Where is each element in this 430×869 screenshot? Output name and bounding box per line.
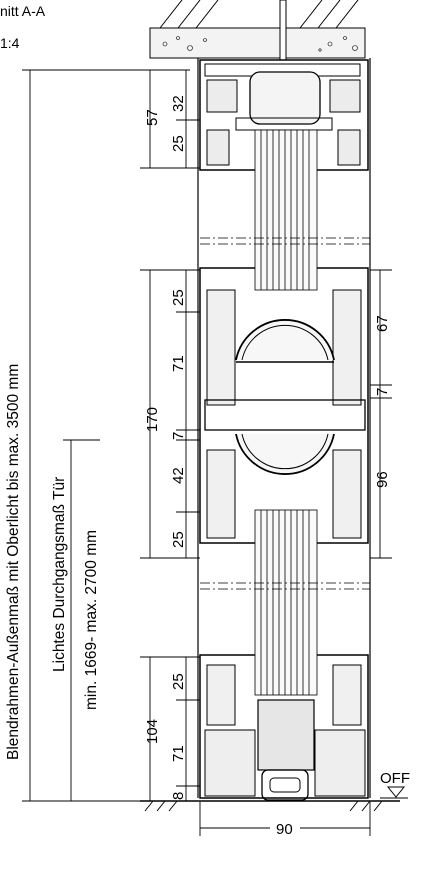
transom-profile: [204, 289, 366, 539]
dim-25-bottom: 25: [170, 673, 187, 690]
dim-67: 67: [374, 315, 391, 332]
dim-57: 57: [144, 109, 161, 126]
dim-90: 90: [276, 821, 293, 838]
dim-104: 104: [144, 719, 161, 744]
frame-outline: [197, 58, 371, 799]
dim-7-mid: 7: [170, 432, 187, 440]
clear-passage-label-2: min. 1669- max. 2700 mm: [83, 530, 100, 710]
dim-25-top: 25: [170, 135, 187, 152]
dimension-lines: [22, 69, 392, 836]
floor-line: [140, 800, 400, 812]
glass-panel-upper: [254, 129, 318, 291]
concrete-ceiling: [149, 0, 366, 61]
dim-25-mid: 25: [170, 289, 187, 306]
floor-marker-triangle: [386, 786, 406, 798]
break-lines: [200, 237, 370, 590]
dim-96: 96: [374, 471, 391, 488]
scale-label: 1:4: [0, 35, 20, 51]
bottom-profile: [204, 664, 366, 801]
dim-32: 32: [170, 95, 187, 112]
glass-panel-lower: [254, 509, 318, 696]
dim-71-bottom: 71: [170, 745, 187, 762]
overall-height-label: Blendrahmen-Außenmaß mit Oberlicht bis m…: [5, 364, 22, 760]
dim-7-right: 7: [374, 388, 391, 396]
dim-8: 8: [170, 792, 187, 800]
dim-71-mid: 71: [170, 355, 187, 372]
clear-passage-label-1: Lichtes Durchgangsmaß Tür: [51, 477, 68, 672]
dim-25-mid-b: 25: [170, 531, 187, 548]
dim-170: 170: [144, 407, 161, 432]
section-title: nitt A-A: [0, 3, 46, 19]
dim-42: 42: [170, 467, 187, 484]
floor-marker-label: OFF: [380, 770, 410, 787]
